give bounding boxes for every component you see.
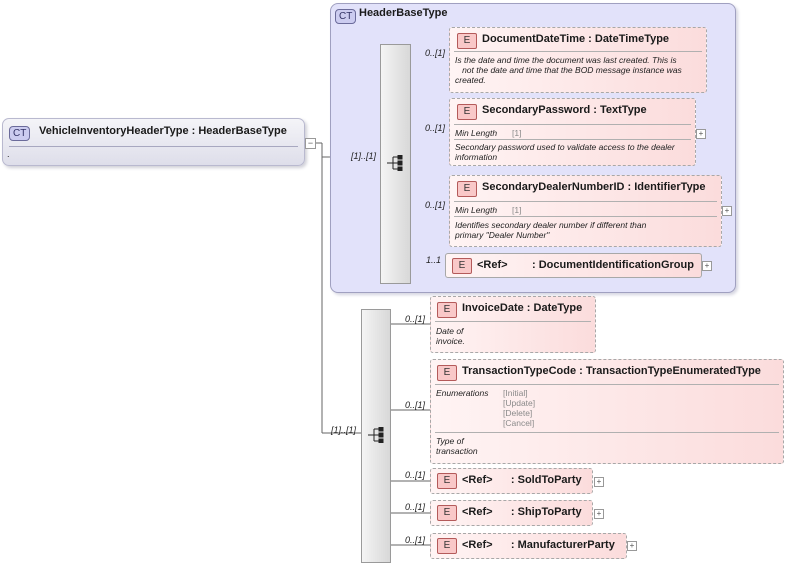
- element-badge: E: [437, 505, 457, 521]
- multiplicity-label: 1..1: [426, 255, 442, 265]
- facet-value: [1]: [512, 205, 522, 215]
- element-badge: E: [457, 104, 477, 120]
- expand-icon[interactable]: +: [722, 206, 732, 216]
- divider: [454, 139, 691, 140]
- element-title: SecondaryDealerNumberID : IdentifierType: [482, 181, 706, 193]
- divider: [9, 146, 298, 147]
- element-documentation: Date of invoice.: [436, 326, 465, 346]
- multiplicity-label: 0..[1]: [405, 470, 426, 480]
- divider: [454, 124, 691, 125]
- enum-value: [Delete]: [503, 408, 533, 418]
- divider: [454, 216, 717, 217]
- ct-badge: CT: [335, 9, 357, 24]
- element-secondary-password[interactable]: E SecondaryPassword : TextType Min Lengt…: [449, 98, 696, 166]
- divider: [454, 51, 702, 52]
- element-sold-to-party[interactable]: E <Ref> : SoldToParty: [430, 468, 593, 494]
- divider: [435, 384, 779, 385]
- facet-label: Min Length: [455, 128, 498, 138]
- header-base-type-title: HeaderBaseType: [359, 7, 448, 19]
- element-title: SecondaryPassword : TextType: [482, 104, 647, 116]
- element-badge: E: [437, 473, 457, 489]
- enum-value: [Initial]: [503, 388, 528, 398]
- facet-label: Enumerations: [436, 388, 489, 398]
- root-type-title: VehicleInventoryHeaderType : HeaderBaseT…: [39, 125, 287, 137]
- element-ship-to-party[interactable]: E <Ref> : ShipToParty: [430, 500, 593, 526]
- element-invoice-date[interactable]: E InvoiceDate : DateType Date of invoice…: [430, 296, 596, 353]
- element-title: <Ref> : DocumentIdentificationGroup: [477, 259, 694, 271]
- enum-value: [Cancel]: [503, 418, 535, 428]
- element-badge: E: [437, 302, 457, 318]
- sequence-icon: [387, 155, 403, 171]
- multiplicity-label: [1]..[1]: [331, 425, 357, 435]
- element-title: DocumentDateTime : DateTimeType: [482, 33, 670, 45]
- multiplicity-label: 0..[1]: [405, 400, 426, 410]
- element-title: InvoiceDate : DateType: [462, 302, 583, 314]
- element-document-date-time[interactable]: E DocumentDateTime : DateTimeType Is the…: [449, 27, 707, 93]
- divider: [435, 432, 779, 433]
- element-documentation: Secondary password used to validate acce…: [455, 142, 675, 162]
- multiplicity-label: 0..[1]: [425, 123, 446, 133]
- element-badge: E: [457, 33, 477, 49]
- expand-icon[interactable]: +: [627, 541, 637, 551]
- multiplicity-label: 0..[1]: [405, 314, 426, 324]
- multiplicity-label: 0..[1]: [405, 535, 426, 545]
- element-badge: E: [457, 181, 477, 197]
- multiplicity-label: 0..[1]: [405, 502, 426, 512]
- element-title: <Ref> : ShipToParty: [462, 506, 582, 518]
- root-complex-type[interactable]: CT VehicleInventoryHeaderType : HeaderBa…: [2, 118, 305, 166]
- ct-badge: CT: [9, 126, 31, 141]
- element-title: <Ref> : ManufacturerParty: [462, 539, 615, 551]
- sequence-compositor-2[interactable]: [361, 309, 391, 563]
- expand-icon[interactable]: +: [594, 477, 604, 487]
- element-badge: E: [437, 538, 457, 554]
- element-transaction-type-code[interactable]: E TransactionTypeCode : TransactionTypeE…: [430, 359, 784, 464]
- divider: [435, 321, 591, 322]
- element-secondary-dealer-number-id[interactable]: E SecondaryDealerNumberID : IdentifierTy…: [449, 175, 722, 247]
- collapse-toggle[interactable]: −: [305, 138, 316, 149]
- element-badge: E: [452, 258, 472, 274]
- sequence-compositor-1[interactable]: [380, 44, 411, 284]
- divider: [454, 201, 717, 202]
- multiplicity-label: 0..[1]: [425, 200, 446, 210]
- root-note: .: [7, 149, 10, 159]
- expand-icon[interactable]: +: [702, 261, 712, 271]
- expand-icon[interactable]: +: [594, 509, 604, 519]
- sequence-icon: [368, 427, 384, 443]
- element-document-identification-group[interactable]: E <Ref> : DocumentIdentificationGroup: [445, 253, 702, 278]
- facet-value: [1]: [512, 128, 522, 138]
- element-title: <Ref> : SoldToParty: [462, 474, 582, 486]
- multiplicity-label: 0..[1]: [425, 48, 446, 58]
- element-title: TransactionTypeCode : TransactionTypeEnu…: [462, 365, 761, 377]
- multiplicity-label: [1]..[1]: [351, 151, 377, 161]
- element-manufacturer-party[interactable]: E <Ref> : ManufacturerParty: [430, 533, 627, 559]
- element-documentation: Type of transaction: [436, 436, 478, 456]
- facet-label: Min Length: [455, 205, 498, 215]
- element-documentation: Identifies secondary dealer number if di…: [455, 220, 647, 240]
- enum-value: [Update]: [503, 398, 536, 408]
- element-badge: E: [437, 365, 457, 381]
- expand-icon[interactable]: +: [696, 129, 706, 139]
- element-documentation: Is the date and time the document was la…: [455, 55, 682, 85]
